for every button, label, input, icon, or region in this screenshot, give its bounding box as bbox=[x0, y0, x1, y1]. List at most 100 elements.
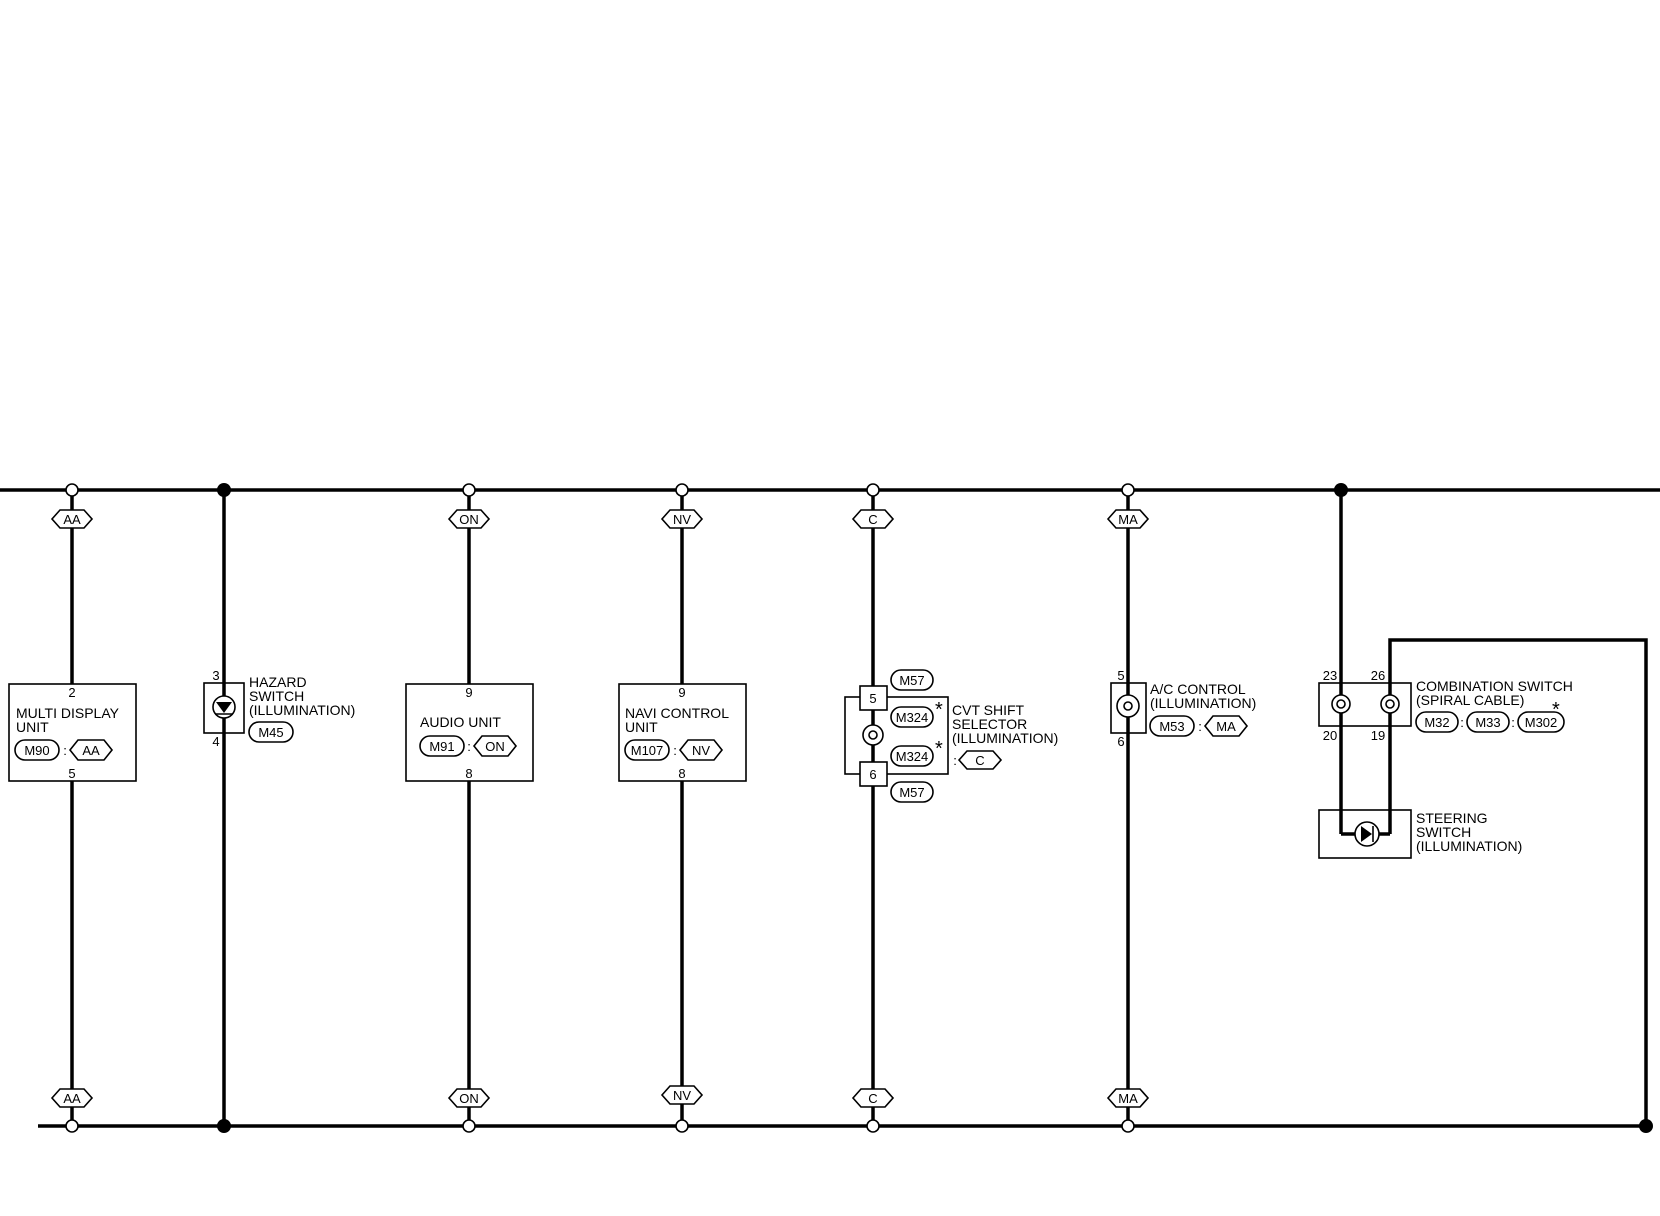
svg-text:AA: AA bbox=[63, 1091, 81, 1106]
pin-label: 26 bbox=[1371, 668, 1385, 683]
harness-tag-bottom-nv: NV bbox=[660, 1085, 704, 1105]
harness-tag-top-aa: AA bbox=[50, 509, 94, 529]
svg-text::: : bbox=[1460, 715, 1464, 730]
harness-tag-bottom-ma: MA bbox=[1106, 1088, 1150, 1108]
steering-switch: STEERING SWITCH (ILLUMINATION) bbox=[1318, 809, 1522, 859]
connector-label: M90 bbox=[24, 743, 49, 758]
svg-text:AA: AA bbox=[63, 512, 81, 527]
connector-label: M324 bbox=[896, 749, 929, 764]
component-label: CVT SHIFT bbox=[952, 702, 1025, 718]
svg-text::: : bbox=[63, 743, 67, 758]
pin-label: 5 bbox=[68, 766, 75, 781]
cvt-shift-selector: 5 6 M57 M324 * M324 * M57 CVT SHIFT SELE… bbox=[844, 669, 1058, 803]
component-label: MULTI DISPLAY bbox=[16, 705, 120, 721]
asterisk-mark: * bbox=[935, 699, 943, 721]
connector-label: M324 bbox=[896, 710, 929, 725]
component-label: (SPIRAL CABLE) bbox=[1416, 692, 1524, 708]
junction-top-aa bbox=[65, 483, 79, 497]
harness-tag-bottom-on: ON bbox=[447, 1088, 491, 1108]
svg-text::: : bbox=[673, 743, 677, 758]
junction-bottom-c bbox=[866, 1119, 880, 1133]
audio-unit: 9 8 AUDIO UNIT M91 : ON bbox=[405, 683, 534, 782]
ac-control: 5 6 A/C CONTROL (ILLUMINATION) M53 : MA bbox=[1110, 668, 1256, 749]
component-label: (ILLUMINATION) bbox=[1150, 695, 1256, 711]
splice-dot-ground-right bbox=[1639, 1119, 1653, 1133]
harness-label: AA bbox=[82, 743, 100, 758]
lamp-icon bbox=[1123, 701, 1133, 711]
led-icon bbox=[216, 702, 232, 713]
junction-bottom-aa bbox=[65, 1119, 79, 1133]
junction-top-on bbox=[462, 483, 476, 497]
splice-dot-combination-top bbox=[1334, 483, 1348, 497]
connector-label: M53 bbox=[1159, 719, 1184, 734]
junction-top-c bbox=[866, 483, 880, 497]
pin-label: 19 bbox=[1371, 728, 1385, 743]
connector-label: M33 bbox=[1475, 715, 1500, 730]
component-label: (ILLUMINATION) bbox=[1416, 838, 1522, 854]
connector-label: M57 bbox=[899, 785, 924, 800]
harness-tag-bottom-aa: AA bbox=[50, 1088, 94, 1108]
connector-label: M45 bbox=[258, 725, 283, 740]
harness-tag-top-nv: NV bbox=[660, 509, 704, 529]
component-label: NAVI CONTROL bbox=[625, 705, 729, 721]
harness-tag-top-c: C bbox=[851, 509, 895, 529]
svg-text::: : bbox=[1198, 719, 1202, 734]
splice-dot-hazard-bottom bbox=[217, 1119, 231, 1133]
spiral-cable-icon bbox=[1385, 699, 1395, 709]
pin-label: 6 bbox=[869, 767, 876, 782]
component-label: (ILLUMINATION) bbox=[952, 730, 1058, 746]
component-label: STEERING bbox=[1416, 810, 1488, 826]
connector-label: M107 bbox=[631, 743, 664, 758]
connector-label: M57 bbox=[899, 673, 924, 688]
svg-text:C: C bbox=[868, 512, 877, 527]
connector-label: M302 bbox=[1525, 715, 1558, 730]
pin-label: 3 bbox=[212, 668, 219, 683]
pin-label: 9 bbox=[465, 685, 472, 700]
junction-bottom-nv bbox=[675, 1119, 689, 1133]
svg-text::: : bbox=[1511, 715, 1515, 730]
harness-tag-bottom-c: C bbox=[851, 1088, 895, 1108]
component-label: SWITCH bbox=[249, 688, 304, 704]
junction-bottom-on bbox=[462, 1119, 476, 1133]
pin-label: 5 bbox=[1117, 668, 1124, 683]
hazard-switch: 3 4 HAZARD SWITCH (ILLUMINATION) M45 bbox=[203, 668, 355, 749]
component-label: SELECTOR bbox=[952, 716, 1027, 732]
component-label: HAZARD bbox=[249, 674, 307, 690]
svg-text::: : bbox=[953, 753, 957, 768]
led-icon bbox=[1361, 826, 1372, 842]
svg-text:MA: MA bbox=[1118, 512, 1138, 527]
junction-top-nv bbox=[675, 483, 689, 497]
right-return-wire bbox=[1388, 638, 1648, 1126]
component-label: UNIT bbox=[625, 719, 658, 735]
pin-label: 8 bbox=[465, 766, 472, 781]
component-label: COMBINATION SWITCH bbox=[1416, 678, 1573, 694]
multi-display-unit: 2 5 MULTI DISPLAY UNIT M90 : AA bbox=[8, 683, 137, 782]
harness-tag-top-on: ON bbox=[447, 509, 491, 529]
svg-text:ON: ON bbox=[459, 1091, 479, 1106]
junction-top-ma bbox=[1121, 483, 1135, 497]
connector-label: M32 bbox=[1424, 715, 1449, 730]
junction-bottom-ma bbox=[1121, 1119, 1135, 1133]
svg-text::: : bbox=[467, 739, 471, 754]
component-label: SWITCH bbox=[1416, 824, 1471, 840]
navi-control-unit: 9 8 NAVI CONTROL UNIT M107 : NV bbox=[618, 683, 747, 782]
svg-text:MA: MA bbox=[1118, 1091, 1138, 1106]
component-label: UNIT bbox=[16, 719, 49, 735]
spiral-cable-icon bbox=[1336, 699, 1346, 709]
splice-dot-hazard-top bbox=[217, 483, 231, 497]
asterisk-mark: * bbox=[935, 738, 943, 760]
harness-label: ON bbox=[485, 739, 505, 754]
connector-label: M91 bbox=[429, 739, 454, 754]
pin-label: 23 bbox=[1323, 668, 1337, 683]
pin-label: 5 bbox=[869, 691, 876, 706]
component-label: A/C CONTROL bbox=[1150, 681, 1246, 697]
pin-label: 20 bbox=[1323, 728, 1337, 743]
pin-label: 6 bbox=[1117, 734, 1124, 749]
combination-switch: 23 26 20 19 COMBINATION SWITCH (SPIRAL C… bbox=[1318, 668, 1573, 743]
svg-text:NV: NV bbox=[673, 512, 691, 527]
pin-label: 4 bbox=[212, 734, 219, 749]
harness-label: MA bbox=[1216, 719, 1236, 734]
pin-label: 2 bbox=[68, 685, 75, 700]
asterisk-mark: * bbox=[1552, 699, 1560, 721]
